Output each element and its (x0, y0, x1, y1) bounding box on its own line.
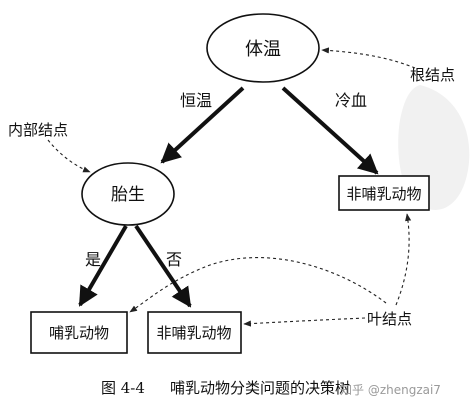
leaf-node-cold (338, 175, 430, 211)
annotation-arrow-leaf-yes (129, 257, 387, 313)
leaf-node-no-label: 非哺乳动物 (156, 324, 231, 342)
annotation-arrow-leaf-cold (395, 213, 412, 306)
edge-label-yes: 是 (85, 250, 101, 269)
annotation-leaf-node: 叶结点 (367, 310, 412, 328)
edge-internal-to-leaf-no (134, 224, 192, 308)
leaf-node-yes (30, 311, 128, 354)
internal-node-label: 胎生 (111, 185, 145, 205)
figure-number: 图 4-4 (101, 379, 145, 397)
watermark: 知乎 @zhengzai7 (340, 383, 441, 397)
edge-label-warm: 恒温 (180, 91, 212, 110)
annotation-internal-node: 内部结点 (8, 121, 68, 139)
edge-label-cold: 冷血 (335, 91, 367, 110)
edge-label-no: 否 (166, 250, 182, 269)
annotation-root-node: 根结点 (410, 66, 455, 84)
internal-node (81, 162, 175, 226)
figure-caption: 哺乳动物分类问题的决策树 (170, 379, 350, 397)
root-node (206, 13, 320, 83)
leaf-node-yes-label: 哺乳动物 (49, 324, 109, 342)
root-node-label: 体温 (245, 39, 281, 60)
edge-internal-to-leaf-yes (78, 224, 128, 307)
leaf-node-no (147, 311, 242, 354)
annotation-arrow-root (321, 47, 416, 69)
edge-root-to-leaf-cold (281, 86, 379, 175)
annotation-arrow-leaf-no (243, 317, 366, 327)
edge-root-to-internal (160, 86, 245, 164)
annotation-arrow-internal (47, 139, 91, 173)
leaf-node-cold-label: 非哺乳动物 (346, 185, 421, 203)
